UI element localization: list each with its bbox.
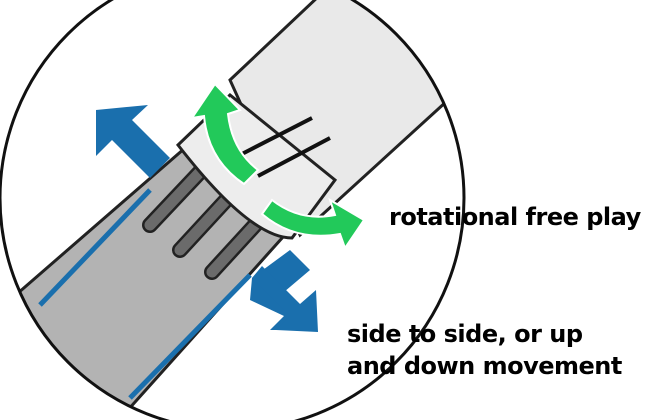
green-rotation-arrow-top-icon <box>189 82 260 186</box>
tube-slots <box>142 164 264 280</box>
guide-line-right <box>128 273 252 400</box>
rotational-free-play-label: rotational free play <box>389 203 641 231</box>
guide-line-left <box>38 188 152 307</box>
green-rotation-arrow-bottom-icon <box>260 197 366 251</box>
handle-mark-2 <box>257 136 331 178</box>
side-movement-label: side to side, or up and down movement <box>347 318 622 382</box>
blue-arrow-lower-right-icon <box>250 250 318 332</box>
blue-arrow-upper-left-icon <box>96 105 170 178</box>
side-movement-label-line1: side to side, or up <box>347 320 583 348</box>
side-movement-label-line2: and down movement <box>347 352 622 380</box>
lens-outline <box>0 0 466 420</box>
handle-mark-1 <box>239 116 313 157</box>
